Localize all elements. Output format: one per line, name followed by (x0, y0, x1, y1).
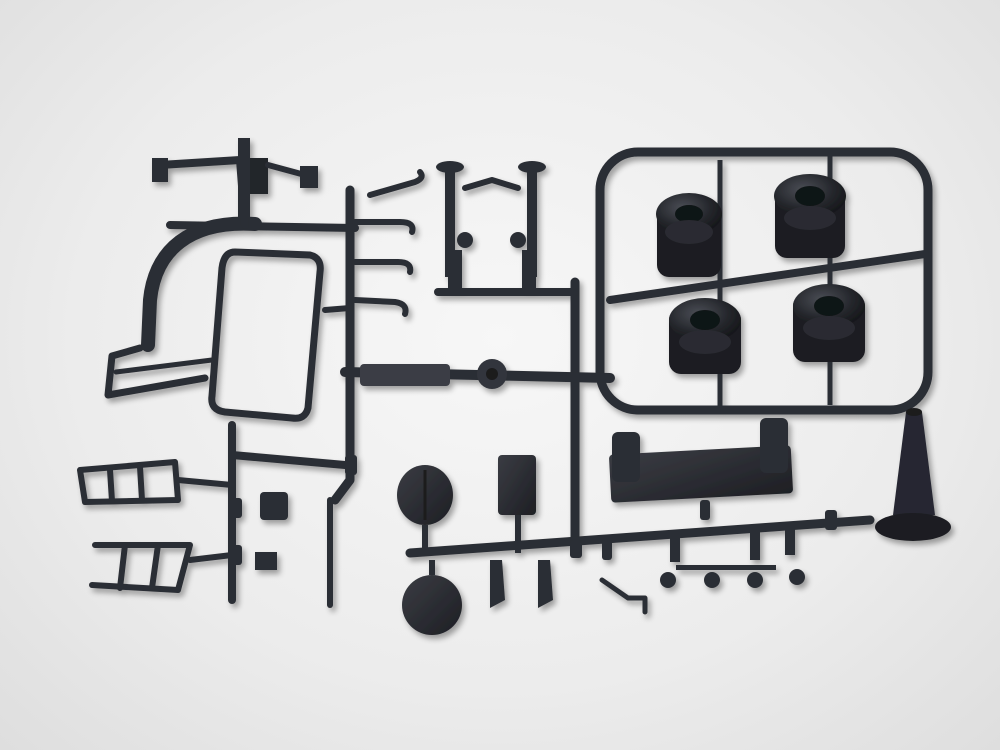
post-bridge (462, 177, 521, 191)
wheel-bottom-left (669, 298, 741, 374)
post-right (510, 161, 546, 290)
window-frame (104, 248, 324, 422)
post-left (436, 161, 473, 290)
hanging-clips (490, 560, 553, 608)
small-box (255, 552, 277, 570)
small-cylinder (260, 492, 288, 520)
ladder-upper (77, 459, 235, 505)
curved-tube (141, 216, 262, 352)
disc-bottom (402, 560, 462, 635)
crank-part (599, 577, 648, 615)
wheel-top-left (656, 193, 722, 277)
disc-top (397, 465, 453, 550)
hook-parts (322, 169, 425, 317)
top-bracket (152, 138, 318, 229)
wheel-frame (595, 147, 933, 415)
wheel-top-right (774, 174, 846, 258)
gate-nubs (230, 455, 837, 565)
bench-part (609, 418, 793, 503)
exhaust-cone (875, 408, 951, 541)
wheel-bottom-right (793, 284, 865, 362)
runner-plate (360, 364, 450, 386)
knob-row (660, 525, 805, 588)
ladder-lower (89, 542, 235, 593)
runner-hub (477, 359, 507, 389)
rect-block (498, 455, 536, 515)
